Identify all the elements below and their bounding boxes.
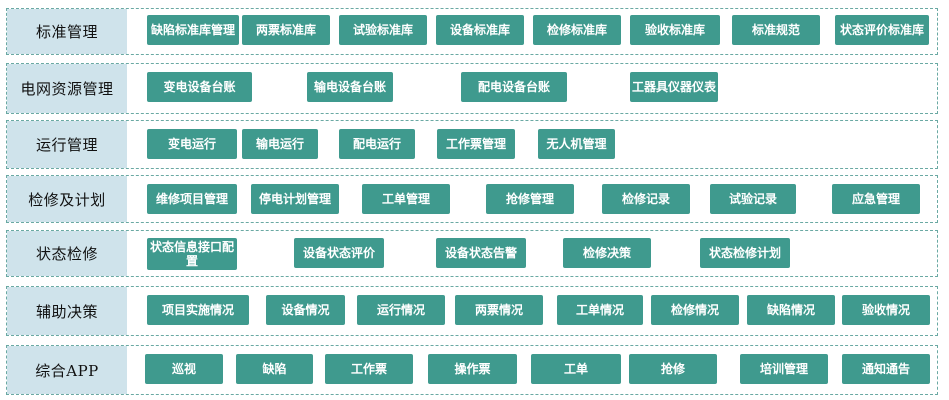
module-button[interactable]: 操作票 [428,354,517,384]
row-decision-support: 辅助决策 项目实施情况 设备情况 运行情况 两票情况 工单情况 检修情况 缺陷情… [6,286,938,336]
row-operation-management: 运行管理 变电运行 输电运行 配电运行 工作票管理 无人机管理 [6,120,938,169]
row-integrated-app: 综合APP 巡视 缺陷 工作票 操作票 工单 抢修 培训管理 通知通告 [6,345,938,395]
module-button[interactable]: 工单 [531,354,621,384]
row-condition-maintenance: 状态检修 状态信息接口配置 设备状态评价 设备状态告警 检修决策 状态检修计划 [6,230,938,277]
category-label: 状态检修 [7,231,127,276]
category-label: 辅助决策 [7,287,127,335]
category-label: 检修及计划 [7,176,127,222]
module-button[interactable]: 试验标准库 [339,15,427,45]
module-button[interactable]: 工器具仪器仪表 [630,72,718,102]
category-label: 标准管理 [7,9,127,54]
module-button[interactable]: 检修决策 [563,238,651,268]
module-button[interactable]: 缺陷情况 [747,295,835,325]
module-button[interactable]: 两票情况 [455,295,543,325]
row-maintenance-and-planning: 检修及计划 维修项目管理 停电计划管理 工单管理 抢修管理 检修记录 试验记录 … [6,175,938,223]
module-button[interactable]: 检修情况 [651,295,739,325]
module-button[interactable]: 通知通告 [842,354,930,384]
module-button[interactable]: 配电设备台账 [461,72,567,102]
category-label: 综合APP [7,346,127,394]
module-button[interactable]: 抢修管理 [486,184,574,214]
module-button[interactable]: 标准规范 [732,15,820,45]
module-button[interactable]: 验收情况 [842,295,930,325]
category-label: 运行管理 [7,121,127,168]
row-standard-management: 标准管理 缺陷标准库管理 两票标准库 试验标准库 设备标准库 检修标准库 验收标… [6,8,938,55]
module-button[interactable]: 设备状态评价 [294,238,384,268]
module-button[interactable]: 验收标准库 [630,15,720,45]
module-button[interactable]: 巡视 [145,354,223,384]
category-label: 电网资源管理 [7,64,127,113]
module-button[interactable]: 抢修 [629,354,717,384]
module-button[interactable]: 输电运行 [242,129,318,159]
module-button[interactable]: 工作票管理 [437,129,515,159]
module-button[interactable]: 运行情况 [357,295,445,325]
module-button[interactable]: 配电运行 [339,129,415,159]
module-button[interactable]: 试验记录 [710,184,796,214]
module-button[interactable]: 检修标准库 [533,15,621,45]
module-button[interactable]: 变电设备台账 [147,72,252,102]
module-button[interactable]: 变电运行 [147,129,237,159]
module-button[interactable]: 两票标准库 [242,15,330,45]
module-button[interactable]: 检修记录 [602,184,690,214]
module-button[interactable]: 状态信息接口配置 [147,238,237,270]
module-button[interactable]: 工单情况 [557,295,643,325]
module-button[interactable]: 设备状态告警 [436,238,526,268]
module-button[interactable]: 状态检修计划 [700,238,790,268]
module-button[interactable]: 状态评价标准库 [835,15,929,45]
module-button[interactable]: 设备标准库 [436,15,524,45]
module-button[interactable]: 培训管理 [740,354,828,384]
module-button[interactable]: 输电设备台账 [307,72,393,102]
module-button[interactable]: 项目实施情况 [147,295,249,325]
module-button[interactable]: 缺陷标准库管理 [147,15,239,45]
module-button[interactable]: 设备情况 [266,295,345,325]
module-button[interactable]: 工作票 [325,354,413,384]
module-button[interactable]: 停电计划管理 [251,184,339,214]
row-grid-resource-management: 电网资源管理 变电设备台账 输电设备台账 配电设备台账 工器具仪器仪表 [6,63,938,114]
module-button[interactable]: 维修项目管理 [147,184,237,214]
module-button[interactable]: 工单管理 [362,184,450,214]
module-button[interactable]: 无人机管理 [538,129,615,159]
module-button[interactable]: 应急管理 [832,184,920,214]
module-button[interactable]: 缺陷 [236,354,313,384]
